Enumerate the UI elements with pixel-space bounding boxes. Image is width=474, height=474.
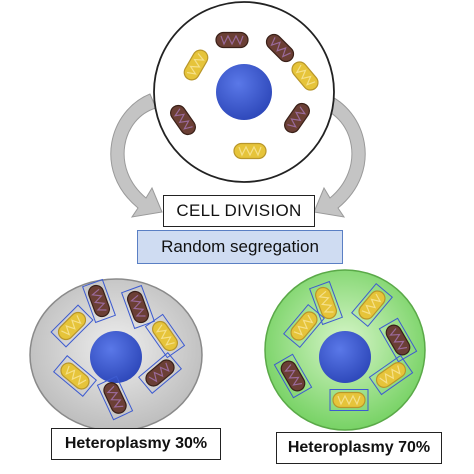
heteroplasmy-30-label: Heteroplasmy 30% (51, 428, 221, 460)
parent-mutant-mito (284, 102, 310, 134)
cell-division-label: CELL DIVISION (163, 195, 315, 227)
cell-division-text: CELL DIVISION (176, 201, 302, 220)
random-segregation-text: Random segregation (161, 237, 319, 256)
heteroplasmy-30-text: Heteroplasmy 30% (64, 435, 208, 452)
parent-mutant-mito (215, 31, 249, 49)
parent-wild-type-mito (291, 61, 319, 91)
daughter-30-wild-type-mito (50, 304, 94, 348)
daughter-30-mutant-mito (120, 284, 156, 330)
daughter-70-wild-type-mito (329, 389, 369, 411)
daughter-70-wild-type-mito (283, 303, 325, 349)
left-division-arrow (110, 93, 163, 218)
parent-wild-type-mito (183, 49, 209, 81)
daughter-70-wild-type-mito (351, 282, 393, 328)
daughter-70-wild-type-mito (368, 354, 414, 396)
daughter-30-mutant-mito (81, 278, 117, 324)
daughter-30-mutant-mito (137, 352, 183, 394)
daughter-cell-70 (264, 269, 426, 431)
parent-mutant-mito (170, 104, 196, 136)
parent-mutant-mito (265, 33, 295, 63)
daughter-70-mutant-mito (378, 317, 418, 363)
daughter-70-mutant-mito (273, 353, 313, 399)
daughter-30-mutant-mito (96, 375, 134, 421)
daughter-70-nucleus (319, 331, 371, 383)
mitochondria-layer (50, 31, 418, 421)
heteroplasmy-70-label: Heteroplasmy 70% (276, 432, 442, 464)
heteroplasmy-70-text: Heteroplasmy 70% (287, 439, 431, 456)
daughter-30-wild-type-mito (52, 355, 98, 397)
daughter-30-nucleus (90, 331, 142, 383)
daughter-30-wild-type-mito (144, 313, 186, 359)
daughter-70-wild-type-mito (308, 280, 344, 326)
parent-wild-type-mito (233, 142, 267, 160)
random-segregation-label: Random segregation (137, 230, 343, 264)
parent-nucleus (216, 64, 272, 120)
